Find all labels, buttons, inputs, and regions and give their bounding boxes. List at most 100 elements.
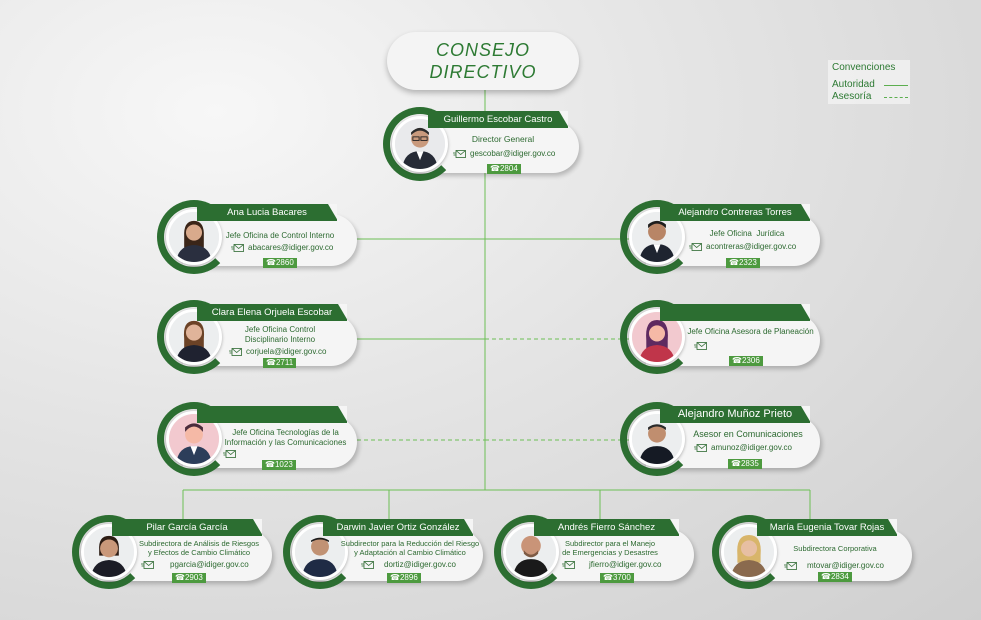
tic-role-line1: Jefe Oficina Tecnologías de la <box>232 428 339 437</box>
juridica-name: Alejandro Contreras Torres <box>660 204 810 221</box>
reduccion-email-row: dortiz@idiger.gov.co <box>361 560 456 570</box>
disciplinario-email[interactable]: corjuela@idiger.gov.co <box>246 347 327 356</box>
riesgos-role-line1: Subdirectora de Análisis de Riesgos <box>138 539 260 548</box>
legend-title: Convenciones <box>832 62 896 73</box>
person-male-icon <box>503 524 559 580</box>
person-female-icon <box>166 309 222 365</box>
control-interno-role: Jefe Oficina de Control Interno <box>225 231 335 240</box>
card-emergencias: Andrés Fierro Sánchez Subdirector para e… <box>494 515 699 595</box>
control-interno-name: Ana Lucia Bacares <box>197 204 337 221</box>
person-female-icon <box>81 524 137 580</box>
tic-name <box>197 406 347 423</box>
director-email-row: gescobar@idiger.gov.co <box>453 149 555 159</box>
card-control-interno: Ana Lucia Bacares Jefe Oficina de Contro… <box>157 200 362 280</box>
planeacion-role: Jefe Oficina Asesora de Planeación <box>687 327 814 336</box>
planeacion-ext-number: 2306 <box>741 356 760 365</box>
legend: Convenciones Autoridad Asesoría <box>828 60 910 104</box>
emergencias-ext-number: 3700 <box>612 573 631 582</box>
comunicaciones-phone-ext: ☎2835 <box>728 459 762 469</box>
comunicaciones-email-row: amunoz@idiger.gov.co <box>694 443 792 453</box>
emergencias-phone-ext: ☎3700 <box>600 573 634 583</box>
control-interno-email-row: abacares@idiger.gov.co <box>231 243 333 253</box>
title-line1: CONSEJO <box>435 40 530 60</box>
person-female-icon <box>166 209 222 265</box>
juridica-email[interactable]: acontreras@idiger.gov.co <box>706 242 797 251</box>
envelope-icon <box>784 561 797 570</box>
reduccion-phone-ext: ☎2896 <box>387 573 421 583</box>
tic-ext-number: 1023 <box>274 460 293 469</box>
reduccion-email[interactable]: dortiz@idiger.gov.co <box>384 560 457 569</box>
control-interno-ext-number: 2860 <box>275 258 294 267</box>
tic-email-row <box>223 449 240 459</box>
corporativa-email[interactable]: mtovar@idiger.gov.co <box>807 561 884 570</box>
corporativa-name: María Eugenia Tovar Rojas <box>757 519 897 536</box>
reduccion-role-line1: Subdirector para la Reducción del Riesgo <box>340 539 480 548</box>
comunicaciones-role: Asesor en Comunicaciones <box>693 429 803 439</box>
disciplinario-role-line1: Jefe Oficina Control <box>244 325 316 334</box>
comunicaciones-email[interactable]: amunoz@idiger.gov.co <box>711 443 792 452</box>
reduccion-name: Darwin Javier Ortiz González <box>323 519 473 536</box>
juridica-ext-number: 2323 <box>738 258 757 267</box>
planeacion-email-row <box>694 341 711 351</box>
riesgos-email[interactable]: pgarcia@idiger.gov.co <box>170 560 249 569</box>
envelope-icon <box>361 560 374 569</box>
card-reduccion: Darwin Javier Ortiz González Subdirector… <box>283 515 488 595</box>
emergencias-role-line2: de Emergencias y Desastres <box>562 548 658 557</box>
riesgos-phone-ext: ☎2903 <box>172 573 206 583</box>
disciplinario-name: Clara Elena Orjuela Escobar <box>197 304 347 321</box>
planeacion-phone-ext: ☎2306 <box>729 356 763 366</box>
card-corporativa: María Eugenia Tovar Rojas Subdirectora C… <box>712 515 917 595</box>
juridica-email-row: acontreras@idiger.gov.co <box>689 242 796 252</box>
juridica-phone-ext: ☎2323 <box>726 258 760 268</box>
tic-phone-ext: ☎1023 <box>262 460 296 470</box>
card-riesgos: Pilar García García Subdirectora de Anál… <box>72 515 277 595</box>
tic-role-line2: Información y las Comunicaciones <box>224 438 347 447</box>
disciplinario-phone-ext: ☎2711 <box>263 358 297 368</box>
disciplinario-email-row: corjuela@idiger.gov.co <box>229 347 326 357</box>
envelope-icon <box>141 560 154 569</box>
title-line2: DIRECTIVO <box>429 62 537 82</box>
director-role: Director General <box>471 134 535 144</box>
corporativa-phone-ext: ☎2834 <box>818 572 852 582</box>
comunicaciones-ext-number: 2835 <box>740 459 759 468</box>
riesgos-email-row: pgarcia@idiger.gov.co <box>141 560 249 570</box>
director-email[interactable]: gescobar@idiger.gov.co <box>470 149 556 158</box>
card-disciplinario: Clara Elena Orjuela Escobar Jefe Oficina… <box>157 300 362 380</box>
corporativa-email-row: mtovar@idiger.gov.co <box>784 561 884 571</box>
corporativa-ext-number: 2834 <box>830 572 849 581</box>
envelope-icon <box>689 242 702 251</box>
juridica-role: Jefe Oficina Jurídica <box>709 229 785 238</box>
planeacion-name <box>660 304 810 321</box>
emergencias-email[interactable]: jfierro@idiger.gov.co <box>589 560 662 569</box>
reduccion-role-line2: y Adaptación al Cambio Climático <box>354 548 466 557</box>
corporativa-role: Subdirectora Corporativa <box>793 544 877 553</box>
person-male-icon <box>292 524 348 580</box>
envelope-icon <box>223 449 236 458</box>
riesgos-ext-number: 2903 <box>184 573 203 582</box>
disciplinario-ext-number: 2711 <box>275 358 294 367</box>
control-interno-email[interactable]: abacares@idiger.gov.co <box>248 243 334 252</box>
emergencias-name: Andrés Fierro Sánchez <box>534 519 679 536</box>
card-juridica: Alejandro Contreras Torres Jefe Oficina … <box>620 200 825 280</box>
envelope-icon <box>229 347 242 356</box>
emergencias-role-line1: Subdirector para el Manejo <box>564 539 656 548</box>
disciplinario-role-line2: Disciplinario Interno <box>244 335 316 344</box>
legend-authority: Autoridad <box>832 79 875 90</box>
envelope-icon <box>694 443 707 452</box>
envelope-icon <box>694 341 707 350</box>
legend-advisory: Asesoría <box>832 91 872 102</box>
comunicaciones-name: Alejandro Muñoz Prieto <box>660 406 810 423</box>
emergencias-email-row: jfierro@idiger.gov.co <box>562 560 661 570</box>
person-female-icon <box>721 524 777 580</box>
consejo-directivo-box: CONSEJO DIRECTIVO <box>387 32 579 90</box>
riesgos-role-line2: y Efectos de Cambio Climático <box>147 548 251 557</box>
legend-dashed-line <box>884 97 908 98</box>
director-ext-number: 2804 <box>499 164 518 173</box>
card-director: Guillermo Escobar Castro Director Genera… <box>383 107 583 187</box>
envelope-icon <box>562 560 575 569</box>
card-planeacion: Jefe Oficina Asesora de Planeación ☎2306 <box>620 300 825 380</box>
director-phone-ext: ☎2804 <box>487 164 521 174</box>
card-tic: Jefe Oficina Tecnologías de la Informaci… <box>157 402 362 482</box>
director-name: Guillermo Escobar Castro <box>428 111 568 128</box>
